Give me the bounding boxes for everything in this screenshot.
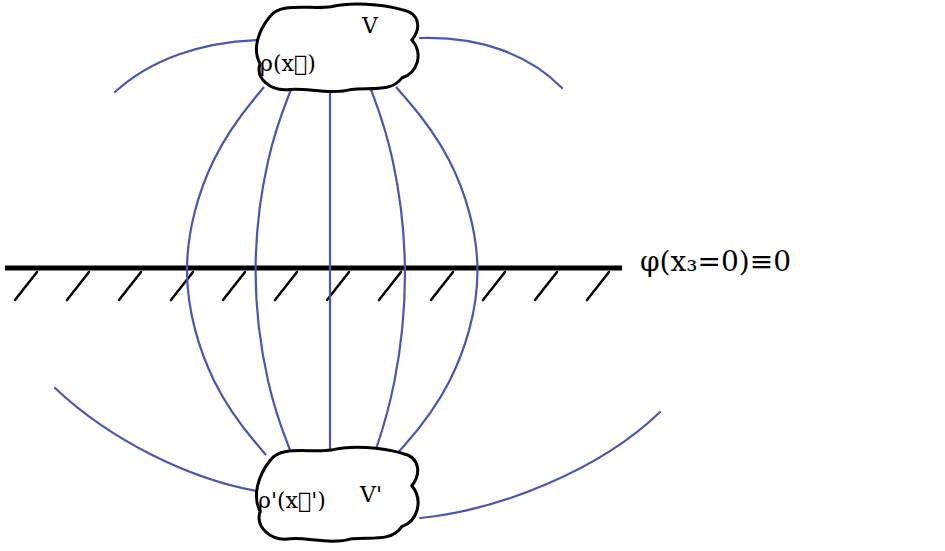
- field-line: [115, 40, 258, 92]
- field-line: [329, 87, 331, 455]
- boundary-condition: φ(x₃=0)≡0: [640, 247, 791, 278]
- field-line: [256, 87, 292, 455]
- hatch-stroke: [379, 272, 401, 300]
- field-line: [420, 412, 660, 518]
- field-line: [370, 87, 405, 455]
- density-label: ρ(x⃗): [260, 52, 316, 76]
- volume-label: V': [360, 483, 382, 507]
- hatch-stroke: [431, 272, 453, 300]
- field-line: [187, 87, 266, 455]
- field-line: [396, 87, 477, 455]
- hatch-stroke: [587, 272, 609, 300]
- hatch-stroke: [483, 272, 505, 300]
- hatch-stroke: [223, 272, 245, 300]
- hatch-stroke: [119, 272, 141, 300]
- hatch-stroke: [535, 272, 557, 300]
- hatch-stroke: [67, 272, 89, 300]
- hatch-stroke: [171, 272, 193, 300]
- field-line: [55, 388, 262, 492]
- hatch-stroke: [275, 272, 297, 300]
- density-label: ρ'(x⃗'): [258, 489, 326, 513]
- charge-region: ρ'(x⃗') V': [250, 445, 422, 547]
- volume-label: V: [362, 14, 378, 38]
- blob-shape: [256, 447, 418, 541]
- field-line: [420, 38, 562, 88]
- hatch-stroke: [15, 272, 37, 300]
- conducting-plane: [5, 266, 622, 271]
- ground-hatching: [15, 272, 609, 300]
- charge-region: ρ(x⃗) V: [250, 2, 422, 97]
- blob-outline: [250, 2, 422, 97]
- blob-shape: [256, 4, 418, 92]
